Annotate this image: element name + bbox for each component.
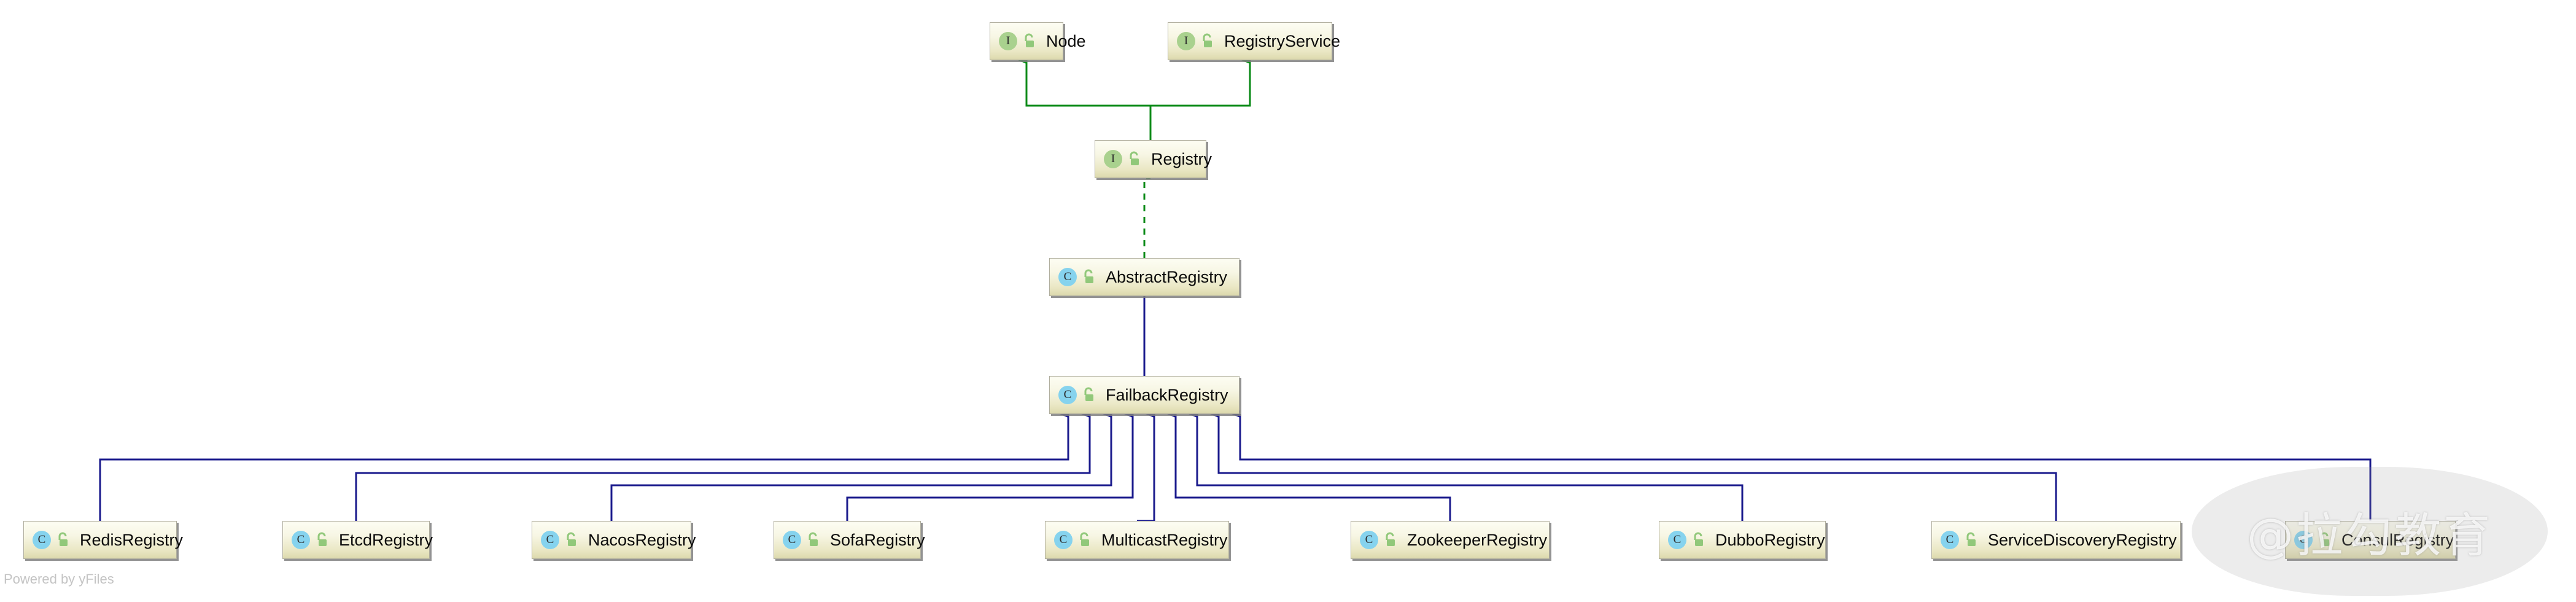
node-icon-group: I <box>999 32 1038 50</box>
interface-icon: I <box>1104 150 1122 168</box>
uml-node-sofaregistry[interactable]: C SofaRegistry <box>774 521 925 559</box>
unlocked-padlock-icon <box>1383 531 1399 549</box>
class-icon: C <box>292 531 310 549</box>
uml-node-redisregistry[interactable]: C RedisRegistry <box>23 521 183 559</box>
node-icon-group: C <box>1054 531 1093 549</box>
edge-multicastregistry-to-failbackregistry <box>1137 410 1155 522</box>
interface-icon: I <box>1177 32 1195 50</box>
node-label: RegistryService <box>1224 31 1341 50</box>
node-icon-group: C <box>1668 531 1707 549</box>
edge-sofaregistry-to-failbackregistry <box>846 410 1134 521</box>
uml-node-consulregistry[interactable]: C ConsulRegistry <box>2285 521 2456 559</box>
unlocked-padlock-icon <box>314 531 330 549</box>
uml-node-multicastregistry[interactable]: C MulticastRegistry <box>1045 521 1229 559</box>
node-icon-group: C <box>541 531 580 549</box>
node-icon-group: I <box>1104 150 1143 168</box>
class-icon: C <box>2294 531 2313 549</box>
unlocked-padlock-icon <box>564 531 580 549</box>
node-icon-group: C <box>1941 531 1979 549</box>
unlocked-padlock-icon <box>1077 531 1093 549</box>
unlocked-padlock-icon <box>1022 32 1038 50</box>
class-icon: C <box>1360 531 1378 549</box>
node-label: Registry <box>1151 149 1212 168</box>
edge-consulregistry-to-failbackregistry <box>1232 410 2372 521</box>
unlocked-padlock-icon <box>2317 531 2333 549</box>
class-icon: C <box>1058 268 1077 286</box>
node-icon-group: C <box>1058 268 1097 286</box>
node-label: MulticastRegistry <box>1101 530 1228 549</box>
unlocked-padlock-icon <box>55 531 71 549</box>
uml-node-abstractregistry[interactable]: C AbstractRegistry <box>1049 258 1240 296</box>
uml-node-zookeeperregistry[interactable]: C ZookeeperRegistry <box>1351 521 1550 559</box>
node-label: ServiceDiscoveryRegistry <box>1988 530 2177 549</box>
unlocked-padlock-icon <box>1081 386 1097 404</box>
class-icon: C <box>541 531 559 549</box>
edge-etcdregistry-to-failbackregistry <box>355 410 1091 521</box>
uml-node-node[interactable]: I Node <box>990 22 1086 60</box>
uml-node-servicediscoveryregistry[interactable]: C ServiceDiscoveryRegistry <box>1931 521 2181 559</box>
node-label: DubboRegistry <box>1715 530 1825 549</box>
edge-zookeeperregistry-to-failbackregistry <box>1167 410 1451 521</box>
uml-node-nacosregistry[interactable]: C NacosRegistry <box>532 521 696 559</box>
node-icon-group: C <box>2294 531 2333 549</box>
class-icon: C <box>33 531 51 549</box>
node-label: ZookeeperRegistry <box>1407 530 1548 549</box>
node-icon-group: C <box>33 531 71 549</box>
node-label: AbstractRegistry <box>1106 267 1228 286</box>
node-label: SofaRegistry <box>830 530 925 549</box>
node-icon-group: C <box>1058 386 1097 404</box>
unlocked-padlock-icon <box>1691 531 1707 549</box>
class-icon: C <box>1668 531 1686 549</box>
unlocked-padlock-icon <box>1963 531 1979 549</box>
edge-dubboregistry-to-failbackregistry <box>1189 410 1744 521</box>
interface-icon: I <box>999 32 1017 50</box>
edge-servicediscoveryregistry-to-failbackregistry <box>1210 410 2057 521</box>
node-icon-group: I <box>1177 32 1216 50</box>
node-label: FailbackRegistry <box>1106 385 1228 404</box>
unlocked-padlock-icon <box>805 531 821 549</box>
class-icon: C <box>1054 531 1073 549</box>
edge-registry-to-registryservice <box>1149 57 1251 140</box>
uml-node-registry[interactable]: I Registry <box>1095 140 1212 178</box>
node-icon-group: C <box>1360 531 1399 549</box>
edge-nacosregistry-to-failbackregistry <box>610 410 1112 521</box>
uml-node-failbackregistry[interactable]: C FailbackRegistry <box>1049 376 1240 414</box>
unlocked-padlock-icon <box>1127 150 1143 168</box>
edge-redisregistry-to-failbackregistry <box>99 410 1069 521</box>
node-icon-group: C <box>783 531 821 549</box>
node-label: ConsulRegistry <box>2341 530 2454 549</box>
node-label: Node <box>1046 31 1086 50</box>
class-icon: C <box>1058 386 1077 404</box>
yfiles-watermark: Powered by yFiles <box>4 571 114 587</box>
uml-node-registryservice[interactable]: I RegistryService <box>1168 22 1340 60</box>
node-label: NacosRegistry <box>588 530 696 549</box>
class-icon: C <box>1941 531 1959 549</box>
node-icon-group: C <box>292 531 330 549</box>
node-label: EtcdRegistry <box>339 530 433 549</box>
unlocked-padlock-icon <box>1081 268 1097 286</box>
edge-registry-to-node <box>1018 57 1152 140</box>
node-label: RedisRegistry <box>80 530 184 549</box>
class-icon: C <box>783 531 801 549</box>
unlocked-padlock-icon <box>1200 32 1216 50</box>
uml-node-etcdregistry[interactable]: C EtcdRegistry <box>282 521 433 559</box>
uml-node-dubboregistry[interactable]: C DubboRegistry <box>1659 521 1826 559</box>
edge-abstractregistry-to-registry <box>1143 170 1154 258</box>
